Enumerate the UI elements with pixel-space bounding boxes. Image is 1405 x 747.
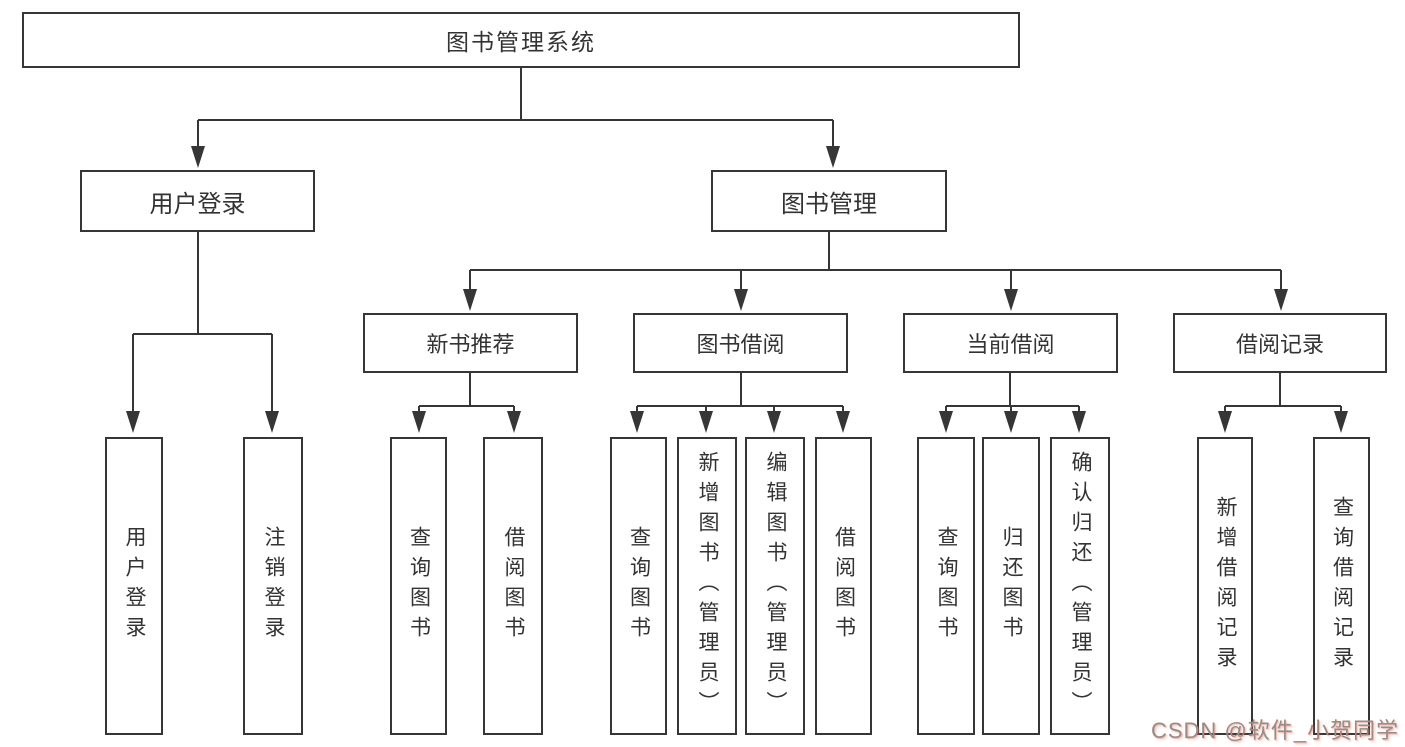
node-borrow-record: 借阅记录 [1173, 313, 1387, 373]
leaf-confirm-return-admin-label: 确认归还（管理员） [1069, 451, 1092, 721]
leaf-newbook-borrow-books: 借阅图书 [483, 437, 543, 735]
leaf-newbook-query-books: 查询图书 [390, 437, 447, 735]
arrowheads-currentborrow-children [939, 411, 1086, 433]
leaf-add-borrow-record: 新增借阅记录 [1197, 437, 1253, 735]
leaf-borrow-query-books-label: 查询图书 [627, 526, 651, 646]
node-book-management: 图书管理 [711, 170, 947, 232]
node-user-login: 用户登录 [80, 170, 315, 232]
leaf-query-borrow-record: 查询借阅记录 [1313, 437, 1370, 735]
arrowheads-borrowrecord-children [1218, 411, 1348, 433]
node-book-borrow: 图书借阅 [633, 313, 848, 373]
node-new-book-recommend: 新书推荐 [363, 313, 578, 373]
leaf-borrow-query-books: 查询图书 [610, 437, 667, 735]
leaf-logout: 注销登录 [243, 437, 303, 735]
leaf-current-query-books-label: 查询图书 [935, 526, 958, 646]
leaf-confirm-return-admin: 确认归还（管理员） [1050, 437, 1110, 735]
arrowheads-level2 [191, 146, 840, 168]
leaf-current-query-books: 查询图书 [917, 437, 975, 735]
leaf-user-login: 用户登录 [105, 437, 163, 735]
leaf-user-login-label: 用户登录 [123, 526, 146, 646]
leaf-return-books: 归还图书 [982, 437, 1040, 735]
connector-root-to-level2 [197, 68, 834, 147]
leaf-query-borrow-record-label: 查询借阅记录 [1330, 496, 1354, 676]
arrowheads-bookborrow-children [630, 411, 850, 433]
arrowheads-newbook-children [412, 411, 521, 433]
connector-borrowrecord-children [1224, 373, 1342, 412]
arrowheads-userlogin-children [126, 411, 279, 433]
leaf-add-books-admin-label: 新增图书（管理员） [696, 451, 719, 721]
node-root-library-system: 图书管理系统 [22, 12, 1020, 68]
connector-bookmgmt-to-level3 [469, 232, 1282, 290]
connector-currentborrow-children [945, 373, 1080, 412]
leaf-add-books-admin: 新增图书（管理员） [677, 437, 737, 735]
leaf-logout-label: 注销登录 [262, 526, 285, 646]
leaf-borrow-books-label: 借阅图书 [832, 526, 856, 646]
leaf-edit-books-admin-label: 编辑图书（管理员） [764, 451, 787, 721]
leaf-newbook-borrow-books-label: 借阅图书 [502, 526, 525, 646]
leaf-return-books-label: 归还图书 [1000, 526, 1023, 646]
connector-userlogin-children [132, 232, 273, 412]
leaf-edit-books-admin: 编辑图书（管理员） [745, 437, 805, 735]
leaf-add-borrow-record-label: 新增借阅记录 [1214, 496, 1237, 676]
leaf-newbook-query-books-label: 查询图书 [407, 526, 431, 646]
csdn-watermark: CSDN @软件_小贺同学 [1150, 718, 1399, 743]
node-current-borrow: 当前借阅 [903, 313, 1118, 373]
leaf-borrow-books: 借阅图书 [815, 437, 872, 735]
arrowheads-level3 [463, 289, 1288, 311]
connector-newbook-children [418, 373, 515, 412]
connector-bookborrow-children [636, 373, 844, 412]
